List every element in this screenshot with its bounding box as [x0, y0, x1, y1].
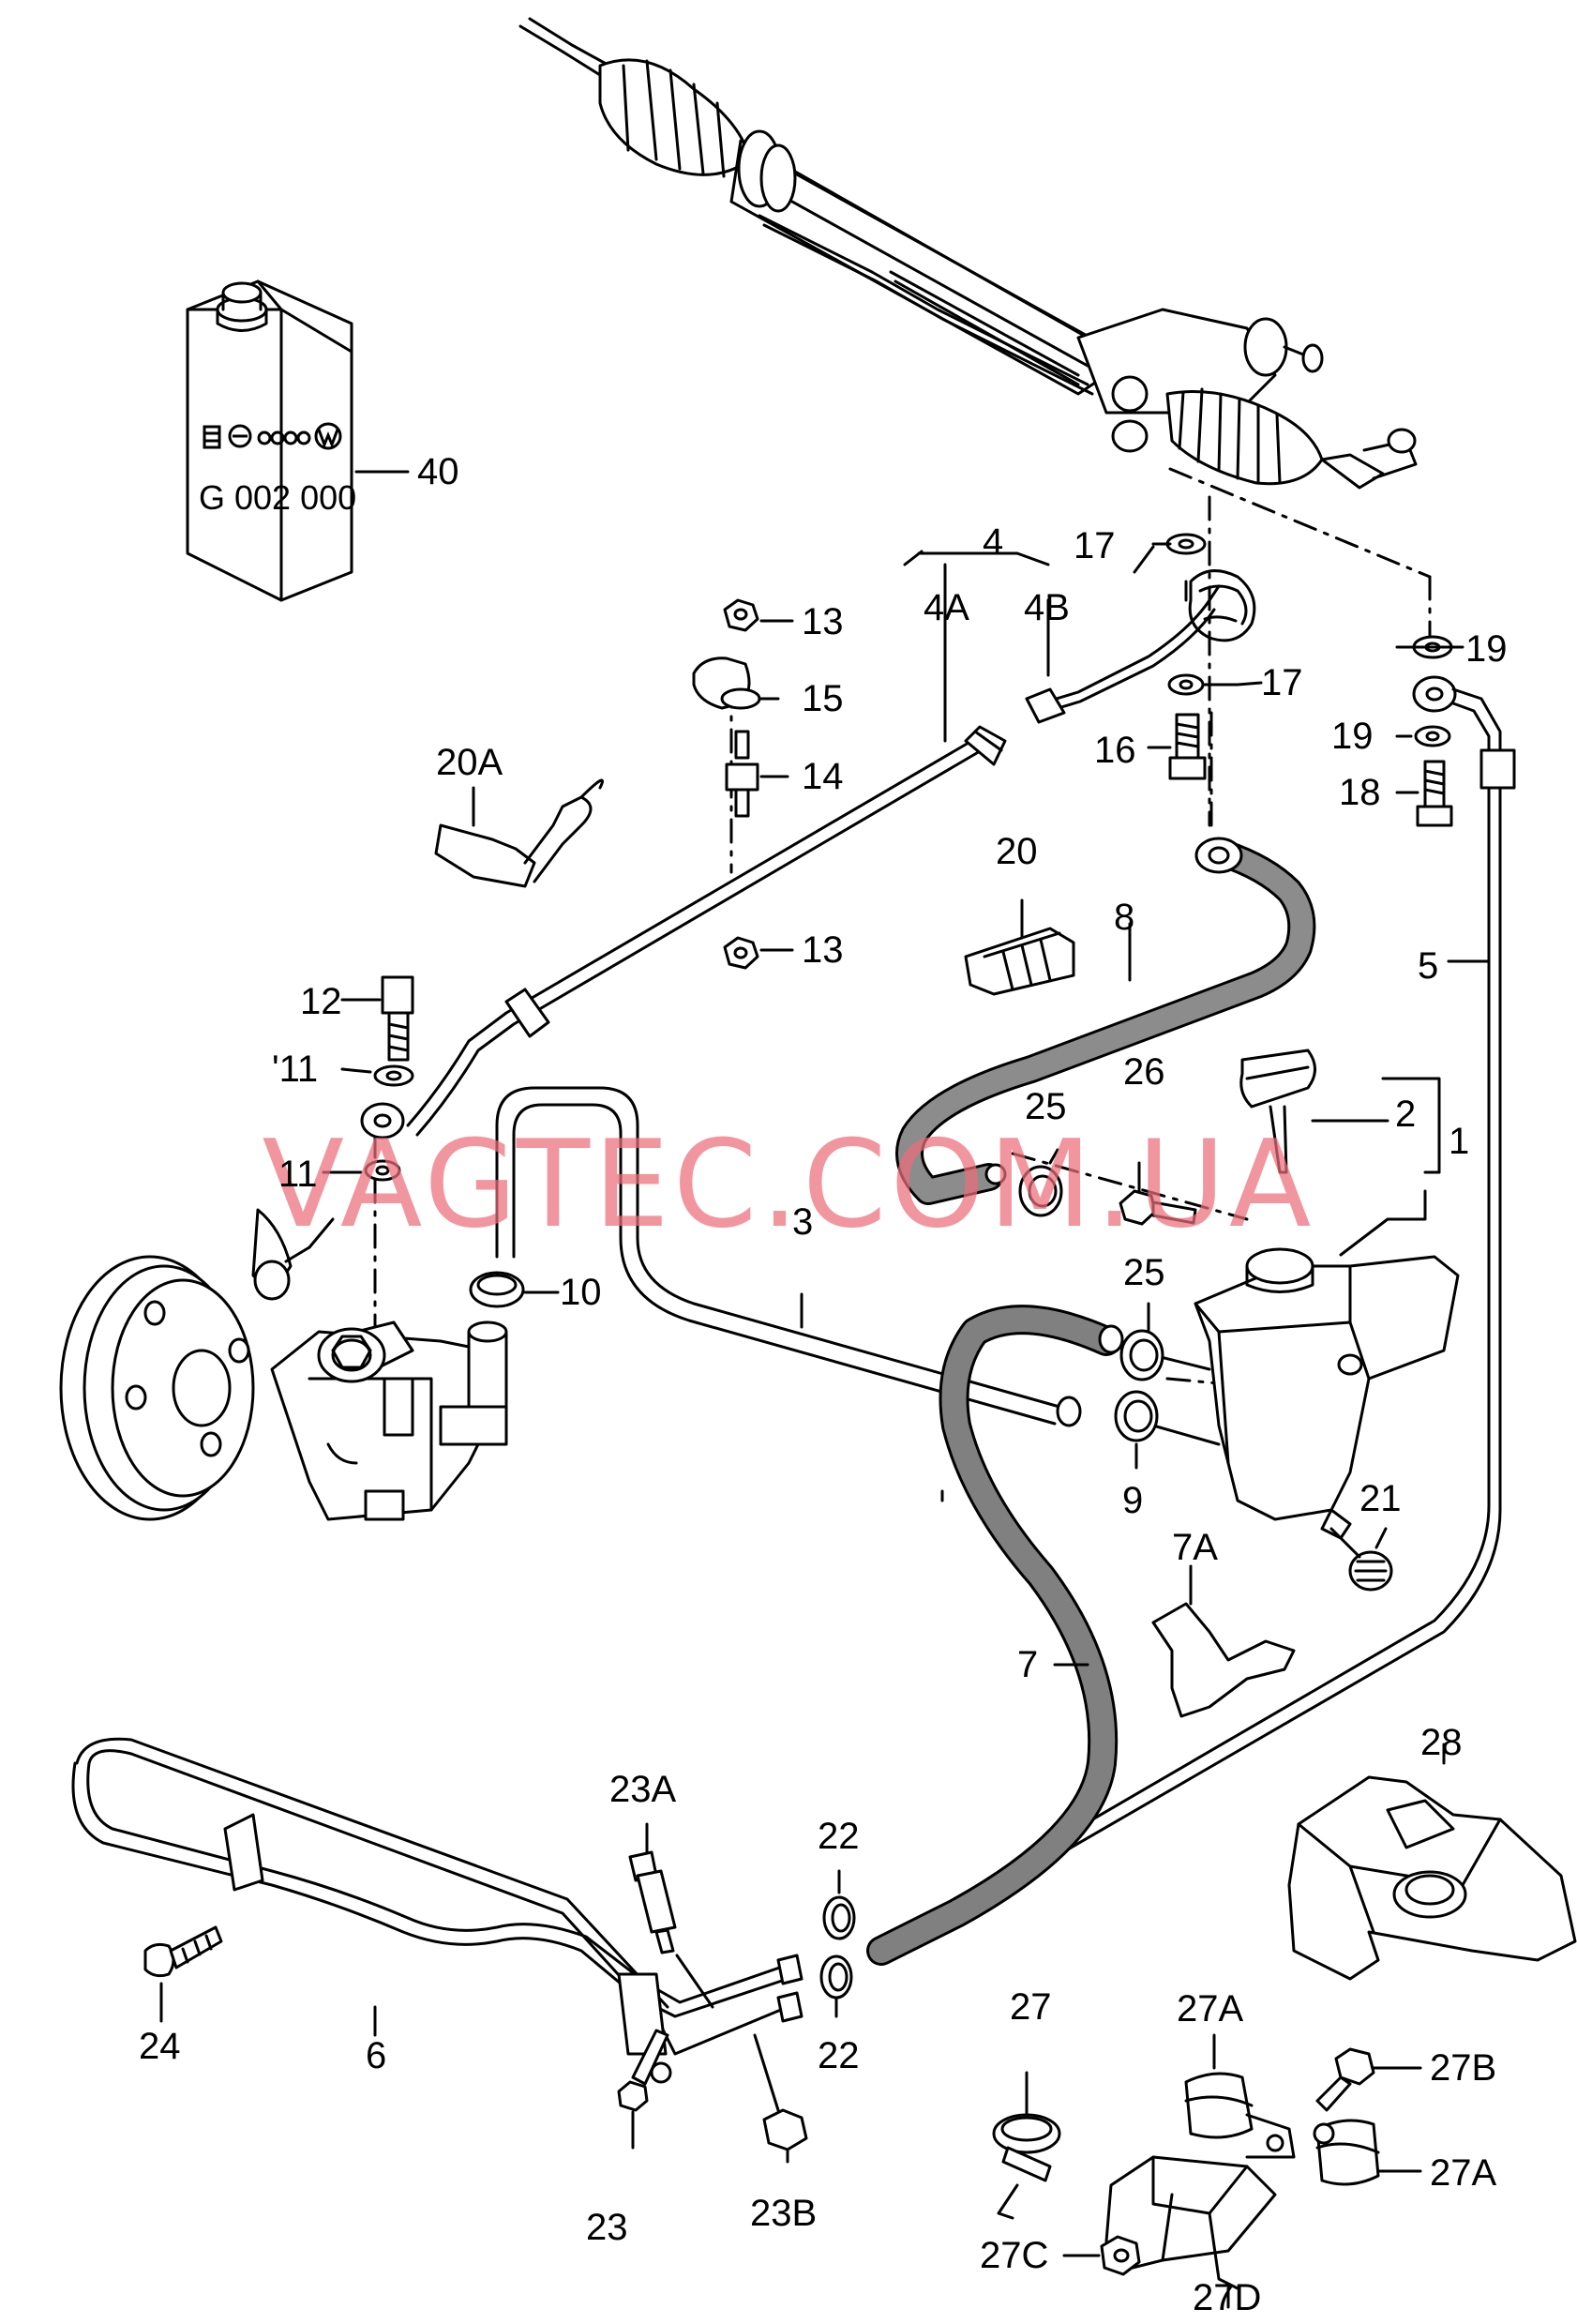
callout-12: 12 — [300, 981, 342, 1022]
callout-2: 2 — [1395, 1094, 1417, 1135]
callout-19-top: 19 — [1465, 628, 1508, 670]
callout-17-lower: 17 — [1261, 662, 1303, 703]
callout-7a: 7A — [1172, 1527, 1218, 1568]
callout-22-bottom: 22 — [818, 2035, 860, 2076]
leader-lines — [940, 545, 1455, 1502]
callout-28: 28 — [1420, 1722, 1463, 1763]
callout-16: 16 — [1094, 730, 1136, 771]
callout-4: 4 — [983, 521, 1004, 563]
suction-hose-7 — [866, 1305, 1124, 1966]
watermark: VAGTEC.COM.UA — [262, 1115, 1315, 1255]
hose-clamps-25-9 — [1018, 1148, 1197, 1470]
callout-18: 18 — [1339, 772, 1381, 813]
clamp-10 — [469, 1271, 560, 1308]
callout-27c: 27C — [980, 2235, 1049, 2276]
callout-4a: 4A — [924, 587, 969, 628]
callout-5: 5 — [1418, 945, 1439, 987]
cooler-line-6 — [71, 1737, 804, 2084]
callout-7: 7 — [1017, 1644, 1039, 1685]
pipe-3 — [495, 1086, 1082, 1427]
callout-1: 1 — [1449, 1121, 1470, 1162]
pump-banjo-fitting — [322, 975, 414, 1182]
power-steering-pump — [59, 1208, 508, 1521]
callout-25-top: 25 — [1025, 1086, 1067, 1127]
callout-19-lower: 19 — [1331, 716, 1374, 757]
hardware-23 — [617, 1822, 808, 2164]
callout-21: 21 — [1359, 1478, 1402, 1519]
callout-27b: 27B — [1430, 2047, 1497, 2089]
callout-27a-right: 27A — [1430, 2152, 1497, 2194]
callout-26: 26 — [1123, 1051, 1165, 1093]
callout-22-top: 22 — [818, 1816, 860, 1857]
return-hose-8 — [895, 837, 1316, 1205]
callout-9: 9 — [1122, 1480, 1144, 1521]
callout-10: 10 — [560, 1272, 602, 1313]
bolt-24 — [143, 1925, 223, 2023]
callout-6: 6 — [366, 2035, 387, 2076]
callout-20a: 20A — [436, 742, 503, 783]
bracket-7a — [1151, 1564, 1296, 1718]
callout-14: 14 — [802, 756, 844, 797]
callout-24: 24 — [139, 2026, 181, 2067]
callout-4b: 4B — [1024, 587, 1070, 628]
hose-clamps-22 — [819, 1869, 856, 2018]
heat-shield-28 — [1287, 1743, 1577, 1981]
callout-20: 20 — [996, 831, 1038, 872]
steering-rack — [518, 17, 1418, 490]
brand-logos-icon — [203, 422, 342, 450]
callout-23b: 23B — [750, 2193, 818, 2234]
callout-23a: 23A — [609, 1769, 677, 1810]
callout-8: 8 — [1114, 897, 1135, 938]
callout-13-bottom: 13 — [802, 929, 844, 971]
callout-23: 23 — [586, 2207, 628, 2248]
callout-3: 3 — [792, 1201, 814, 1243]
callout-17-top: 17 — [1074, 525, 1116, 566]
callout-11-upper: '11 — [272, 1049, 319, 1090]
callout-13-top: 13 — [802, 601, 844, 642]
oil-can — [186, 279, 410, 602]
callout-27d: 27D — [1193, 2277, 1262, 2318]
callout-25-lower: 25 — [1123, 1252, 1165, 1293]
pressure-hose-4 — [406, 533, 1263, 1137]
clip-set-27 — [992, 2033, 1422, 2309]
return-line-5 — [868, 635, 1516, 1962]
hardware-13-15-14 — [692, 598, 794, 970]
fluid-reservoir — [1133, 1049, 1460, 1592]
callout-27: 27 — [1010, 1986, 1052, 2028]
callout-40: 40 — [417, 451, 459, 492]
callout-15: 15 — [802, 678, 844, 719]
sleeve-20 — [964, 898, 1075, 996]
callout-27a-top: 27A — [1177, 1988, 1244, 2030]
bracket-20a — [434, 778, 604, 888]
oil-can-part-number: G 002 000 — [199, 478, 357, 517]
callout-11-lower: 11 — [278, 1154, 318, 1195]
